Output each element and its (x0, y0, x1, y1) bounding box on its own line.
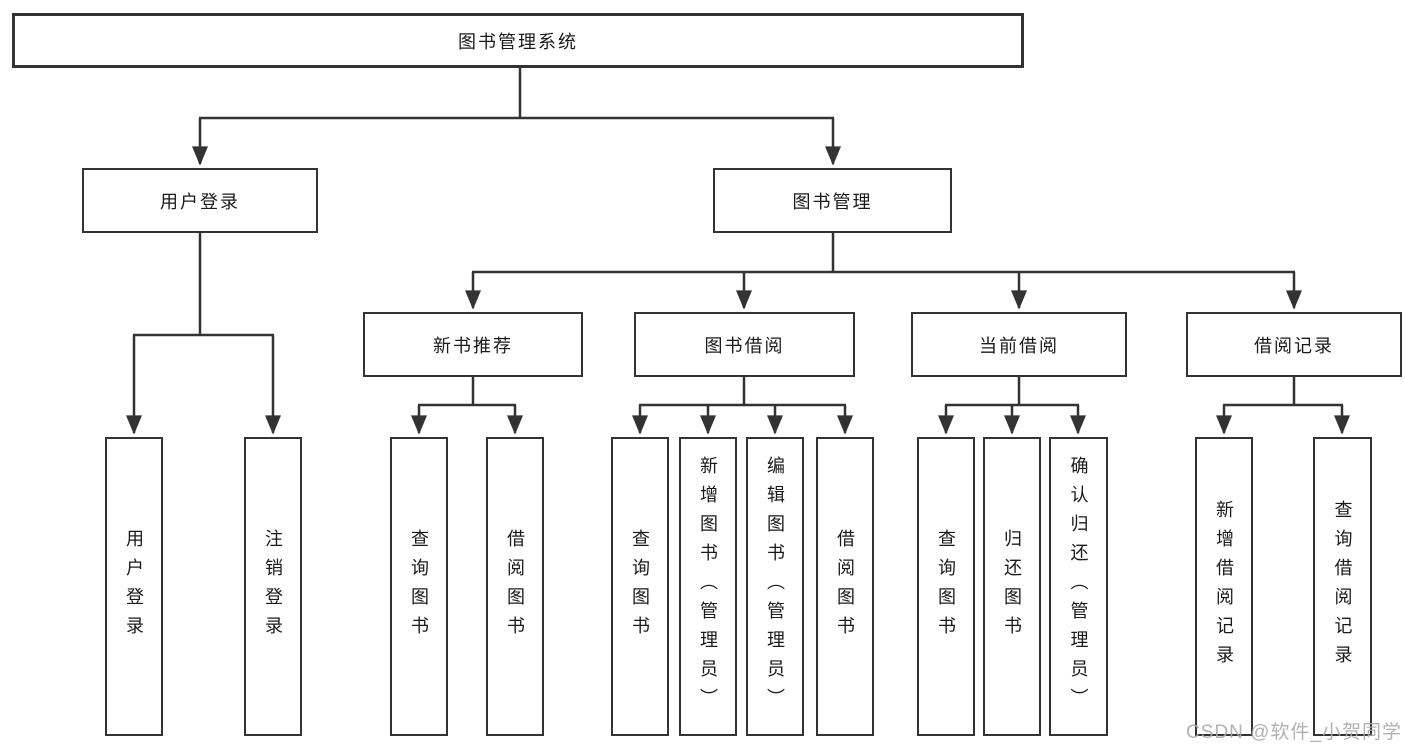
leaf-borrow-books-2-label: 借阅图书 (835, 528, 855, 645)
leaf-add-book-admin-label: 新增图书（管理员） (698, 456, 718, 717)
connector-arrows (126, 118, 1350, 435)
leaf-add-borrow-record: 新增借阅记录 (1195, 437, 1253, 736)
node-current-borrow: 当前借阅 (911, 312, 1127, 377)
node-new-book-recommend: 新书推荐 (363, 312, 583, 377)
leaf-return-books: 归还图书 (983, 437, 1041, 736)
leaf-logout-label: 注销登录 (263, 528, 283, 645)
leaf-query-books-recommend: 查询图书 (390, 437, 448, 736)
leaf-edit-book-admin-label: 编辑图书（管理员） (765, 456, 785, 717)
leaf-add-book-admin: 新增图书（管理员） (679, 437, 737, 736)
csdn-watermark: CSDN @软件_小贺同学 (1186, 722, 1402, 743)
leaf-query-books-recommend-label: 查询图书 (409, 528, 429, 645)
node-user-login: 用户登录 (82, 168, 318, 233)
node-user-login-label: 用户登录 (160, 191, 240, 212)
node-book-management: 图书管理 (713, 168, 952, 233)
node-book-management-label: 图书管理 (792, 191, 873, 212)
connector-lines (133, 68, 1343, 407)
leaf-logout: 注销登录 (244, 437, 302, 736)
leaf-borrow-books-2: 借阅图书 (816, 437, 874, 736)
node-borrow-records-label: 借阅记录 (1254, 335, 1334, 356)
leaf-return-books-label: 归还图书 (1002, 528, 1022, 645)
leaf-borrow-books-recommend-label: 借阅图书 (505, 528, 525, 645)
leaf-query-books-borrow-label: 查询图书 (630, 528, 650, 645)
leaf-add-borrow-record-label: 新增借阅记录 (1214, 499, 1234, 674)
leaf-query-borrow-record-label: 查询借阅记录 (1332, 499, 1353, 674)
leaf-query-books-borrow: 查询图书 (611, 437, 669, 736)
leaf-confirm-return-admin: 确认归还（管理员） (1049, 437, 1108, 736)
leaf-edit-book-admin: 编辑图书（管理员） (746, 437, 804, 736)
leaf-user-login-label: 用户登录 (124, 528, 144, 645)
node-borrow-records: 借阅记录 (1186, 312, 1402, 377)
leaf-query-books-current-label: 查询图书 (936, 528, 956, 645)
node-book-borrow: 图书借阅 (634, 312, 855, 377)
leaf-user-login: 用户登录 (105, 437, 163, 736)
node-current-borrow-label: 当前借阅 (979, 335, 1059, 356)
leaf-borrow-books-recommend: 借阅图书 (486, 437, 544, 736)
node-book-borrow-label: 图书借阅 (704, 335, 785, 356)
node-root-label: 图书管理系统 (458, 31, 578, 52)
node-root: 图书管理系统 (12, 13, 1024, 68)
leaf-confirm-return-admin-label: 确认归还（管理员） (1068, 456, 1089, 717)
leaf-query-borrow-record: 查询借阅记录 (1313, 437, 1372, 736)
leaf-query-books-current: 查询图书 (917, 437, 975, 736)
node-new-book-recommend-label: 新书推荐 (433, 335, 513, 356)
